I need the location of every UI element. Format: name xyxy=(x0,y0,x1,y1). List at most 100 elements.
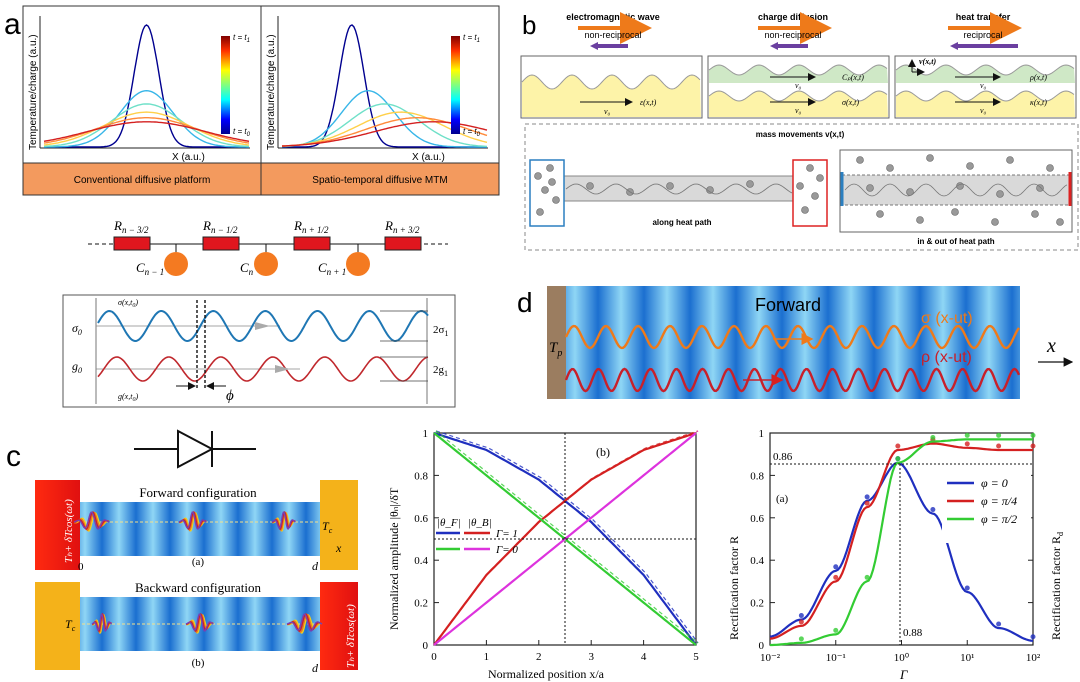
wavelet xyxy=(185,613,214,632)
panel-a-chart-right: Temperature/charge (a.u.) X (a.u.) t = t… xyxy=(260,5,500,164)
particle xyxy=(1036,184,1044,192)
particle xyxy=(866,184,874,192)
x-axis-label: X (a.u.) xyxy=(412,152,445,163)
wavelet xyxy=(271,510,296,530)
data-point xyxy=(864,574,870,580)
wave-band xyxy=(522,75,701,117)
colorbar xyxy=(451,36,460,134)
y-tick-label: 0.2 xyxy=(750,598,764,610)
source-label: Tₕ+ δTcos(ωt) xyxy=(63,499,75,563)
series-line xyxy=(770,438,1033,647)
x-tick-label: 0 xyxy=(431,651,437,663)
data-point xyxy=(798,619,804,625)
particle xyxy=(951,208,959,216)
g-bottom-label: g(x,t0) xyxy=(118,392,138,403)
annotation: 0.86 xyxy=(773,451,793,463)
panel-d: d Tp Forward σ (x-ut) ρ (x-ut) x xyxy=(517,286,1074,399)
x-tick-label: 10² xyxy=(1026,652,1041,664)
colorbar-bottom-label: t = t0 xyxy=(463,127,481,138)
wavelet xyxy=(73,511,110,530)
legend-label: |θ_B| xyxy=(468,517,492,529)
resistor xyxy=(384,236,422,251)
data-point xyxy=(996,443,1002,449)
y-axis-label: Temperature/charge (a.u.) xyxy=(28,34,39,150)
colorbar-top-label: t = t1 xyxy=(233,33,250,44)
data-point xyxy=(833,627,839,633)
x-tick-label: 3 xyxy=(588,651,594,663)
data-point xyxy=(930,434,936,440)
particle xyxy=(536,208,544,216)
particle xyxy=(926,154,934,162)
cold-sink xyxy=(320,480,358,570)
data-point xyxy=(798,636,804,642)
heat-source xyxy=(35,480,80,570)
y-axis-label: Temperature/charge (a.u.) xyxy=(266,34,277,150)
velocity-label: v₀ xyxy=(795,106,802,115)
caption-box-right xyxy=(260,162,500,196)
velocity-label: v₀ xyxy=(795,81,802,90)
panel-a-chart-left: Temperature/charge (a.u.) X (a.u.) t = t… xyxy=(22,5,262,164)
along-label: along heat path xyxy=(652,218,711,227)
capacitor xyxy=(164,252,188,276)
panel-letter-b: b xyxy=(522,10,536,40)
tc-label: Tc xyxy=(322,519,333,535)
wave-edge xyxy=(708,64,888,76)
d-label: d xyxy=(312,661,319,675)
legend: |θ_F| |θ_B| Γ= 1 Γ= 0 xyxy=(436,517,518,556)
data-point xyxy=(996,432,1002,438)
particle xyxy=(706,186,714,194)
x-axis-label: Normalized position x/a xyxy=(488,667,605,681)
y-tick-label: 0.6 xyxy=(750,513,764,525)
data-point xyxy=(930,507,936,513)
wavelet xyxy=(73,511,110,530)
y-axis-label-right: Rectification factor Rd xyxy=(1049,532,1065,640)
velocity-field-label: v(x,t) xyxy=(919,57,936,66)
x-label: x xyxy=(335,541,342,555)
particle xyxy=(586,182,594,190)
header-em-wave: electromagnetic wave xyxy=(566,12,660,22)
sigma-label: σ (x-ut) xyxy=(921,310,973,327)
y-tick-label: 1 xyxy=(423,428,429,440)
legend-label: φ = π/2 xyxy=(981,512,1017,526)
y-tick-label: 0.8 xyxy=(414,470,428,482)
backward-config: Backward configuration Tₕ+ δTcos(ωt) Tc … xyxy=(35,580,358,675)
heat-path-wave xyxy=(565,183,793,195)
resistor-label: Rn + 3/2 xyxy=(384,218,420,235)
sigma0-label: σ0 xyxy=(72,321,82,337)
caption-right: Spatio-temporal diffusive MTM xyxy=(312,175,447,186)
x-tick-label: 1 xyxy=(484,651,490,663)
source-label: Tₕ+ δTcos(ωt) xyxy=(345,604,357,668)
sub-label: (a) xyxy=(192,556,205,568)
gaussian-curve xyxy=(43,117,250,144)
sub-label: (b) xyxy=(192,657,205,669)
resistor xyxy=(113,236,151,251)
x-tick-label: 5 xyxy=(693,651,699,663)
heat-path-wave xyxy=(844,183,1068,197)
data-point xyxy=(833,574,839,580)
rc-circuit: Rn − 3/2 Rn − 1/2 Rn + 1/2 Rn + 3/2 Cn −… xyxy=(88,218,448,277)
data-point xyxy=(895,456,901,462)
header-heat-transfer: heat transfer xyxy=(956,12,1011,22)
wave-band xyxy=(896,65,1075,83)
data-point xyxy=(996,621,1002,627)
panel-label: (a) xyxy=(776,493,789,505)
legend-label: φ = 0 xyxy=(981,476,1008,490)
wave-band xyxy=(896,91,1075,117)
data-point xyxy=(864,494,870,500)
data-point xyxy=(1030,443,1036,449)
capacitor-label: Cn xyxy=(240,260,254,277)
caption-left: Conventional diffusive platform xyxy=(74,175,211,186)
y-tick-label: 0.2 xyxy=(414,598,428,610)
rho-wave xyxy=(564,367,1021,393)
legend-label: |θ_F| xyxy=(437,517,461,529)
particle xyxy=(1031,210,1039,218)
phi-label: ϕ xyxy=(226,388,234,404)
sine-wave-box: σ(x,t0) σ0 g0 g(x,t0) 2σ1 2g1 ϕ xyxy=(62,294,456,408)
capacitor-label: Cn + 1 xyxy=(318,260,346,277)
particle xyxy=(534,172,542,180)
arrow-head xyxy=(275,365,290,373)
series-line-dashed xyxy=(435,430,699,644)
particle xyxy=(801,206,809,214)
x-tick-label: 10⁻¹ xyxy=(826,652,846,664)
